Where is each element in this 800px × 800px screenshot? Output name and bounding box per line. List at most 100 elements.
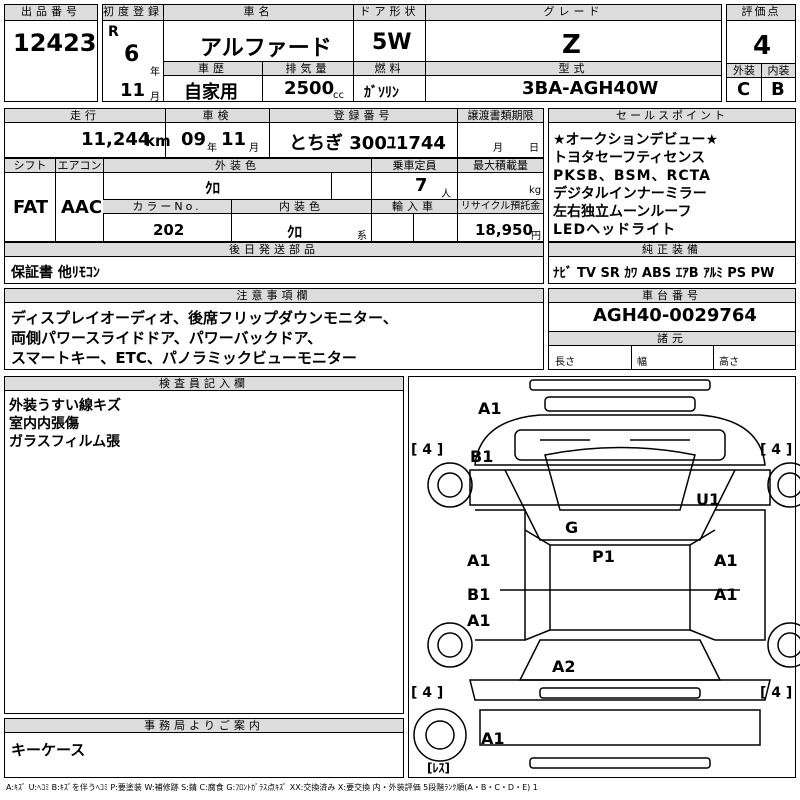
score-header: 評価点 [727, 5, 795, 21]
score-value: 4 [753, 31, 772, 61]
recycle-header: リサイクル預託金 [457, 200, 543, 214]
history-header: 車歴 [164, 62, 262, 76]
damage-mark: A2 [552, 657, 576, 676]
legend-text: A:ｷｽﾞ U:ﾍｺﾐ B:ｷｽﾞを伴うﾍｺﾐ P:要塗装 W:補修跡 S:錆 … [6, 783, 538, 792]
fuel-value: ｶﾞｿﾘﾝ [364, 85, 399, 101]
notes-line-1: ディスプレイオーディオ、後席フリップダウンモニター、 [11, 309, 398, 327]
transfer-month-unit: 月 [493, 143, 503, 154]
aircon-value: AAC [61, 197, 103, 218]
sales-point-3: PKSB、BSM、RCTA [553, 168, 711, 184]
aircon-header: エアコン [55, 159, 103, 173]
registration-value: とちぎ 300ﾕ1744 [289, 133, 446, 154]
spec-width-label: 幅 [637, 357, 647, 368]
int-color-value: ｸﾛ [287, 223, 303, 241]
displacement-value: 2500 [284, 78, 335, 99]
first-reg-month-unit: 月 [150, 92, 160, 103]
damage-mark: A1 [714, 585, 738, 604]
tire-rating: [ 4 ] [411, 685, 443, 701]
inspector-line-3: ガラスフィルム張 [9, 434, 121, 450]
sales-point-4: デジタルインナーミラー [553, 186, 707, 202]
damage-diagram-box [408, 376, 796, 778]
recycle-value: 18,950 [475, 221, 533, 239]
lot-header: 出品番号 [5, 5, 97, 21]
mileage-row: 走行 車検 登録番号 譲渡書類期限 11,244 km 09 年 11 月 とち… [4, 108, 544, 158]
model-header: 型式 [425, 62, 721, 76]
chassis-number: AGH40-0029764 [593, 305, 757, 326]
import-header: 輸入車 [371, 200, 457, 214]
spec-height-label: 高さ [719, 357, 739, 368]
max-load-unit: kg [529, 185, 542, 196]
displacement-header: 排気量 [262, 62, 353, 76]
vehicle-header-box [102, 4, 722, 102]
notes-line-2: 両側パワースライドドア、パワーバックドア、 [11, 329, 323, 347]
notes-header: 注意事項欄 [5, 289, 543, 303]
ext-color-header: 外装色 [103, 159, 371, 173]
int-color-unit: 系 [357, 231, 367, 242]
inspection-month-unit: 月 [249, 143, 259, 154]
registration-header: 登録番号 [269, 109, 457, 123]
car-name-header: 車名 [163, 5, 353, 21]
office-value: キーケース [11, 741, 86, 759]
notes-line-3: スマートキー、ETC、パノラミックビューモニター [11, 349, 357, 367]
chassis-header: 車台番号 [549, 289, 795, 303]
capacity-header: 乗車定員 [371, 159, 457, 173]
inspector-line-1: 外装うすい線キズ [9, 398, 121, 414]
int-color-header: 内装色 [231, 200, 371, 214]
tire-rating: [ 4 ] [760, 442, 792, 458]
damage-mark: G [565, 518, 578, 537]
transfer-header: 譲渡書類期限 [457, 109, 543, 123]
inspection-year: 09 [181, 129, 207, 150]
exterior-score: C [737, 79, 751, 100]
equipment-header: 純正装備 [549, 243, 795, 257]
sales-point-2: トヨタセーフティセンス [553, 150, 706, 166]
damage-mark: A1 [714, 551, 738, 570]
damage-mark: A1 [478, 399, 502, 418]
damage-mark: A1 [467, 611, 491, 630]
ext-color-value: ｸﾛ [205, 179, 221, 197]
tire-rating: [ 4 ] [760, 685, 792, 701]
damage-mark: A1 [467, 551, 491, 570]
mileage-value: 11,244 [81, 129, 151, 150]
grade-header: グレード [425, 5, 721, 21]
grade-value: Z [562, 30, 581, 60]
spec-length-label: 長さ [555, 357, 575, 368]
mileage-header: 走行 [5, 109, 165, 123]
lot-box: 出品番号 12423 [4, 4, 98, 102]
spare-label: [ﾚｽ] [427, 761, 450, 775]
sales-point-6: LEDヘッドライト [553, 222, 677, 238]
first-reg-year: 6 [124, 42, 140, 67]
inspection-year-unit: 年 [207, 143, 217, 154]
equipment-value: ﾅﾋﾞ TV SR ｶﾜ ABS ｴｱB ｱﾙﾐ PS PW [553, 266, 775, 281]
displacement-unit: cc [333, 90, 344, 101]
damage-mark: B1 [467, 585, 490, 604]
exterior-label: 外装 [727, 64, 761, 78]
mileage-unit: km [145, 132, 171, 150]
interior-score: B [771, 79, 785, 100]
equipment-box: 純正装備 ﾅﾋﾞ TV SR ｶﾜ ABS ｴｱB ｱﾙﾐ PS PW [548, 242, 796, 284]
first-reg-era: R [108, 24, 119, 40]
spec-grid: シフト エアコン 外装色 乗車定員 最大積載量 FAT AAC ｸﾛ 7 人 k… [4, 158, 544, 242]
later-parts-value: 保証書 他ﾘﾓｺﾝ [11, 265, 100, 281]
shift-value: FAT [13, 197, 49, 218]
color-no-header: カラーNo. [103, 200, 231, 214]
inspection-month: 11 [221, 129, 247, 150]
first-reg-year-unit: 年 [150, 67, 160, 78]
damage-mark: A1 [481, 729, 505, 748]
car-name: アルファード [200, 36, 332, 61]
shift-header: シフト [5, 159, 55, 173]
recycle-unit: 円 [531, 231, 541, 242]
damage-mark: U1 [696, 490, 720, 509]
sales-point-1: ★オークションデビュー★ [553, 132, 719, 148]
chassis-box: 車台番号 AGH40-0029764 諸元 長さ 幅 高さ [548, 288, 796, 370]
later-parts-header: 後日発送部品 [5, 243, 543, 257]
door-header: ドア形状 [353, 5, 425, 21]
damage-mark: A1 [714, 551, 738, 570]
max-load-header: 最大積載量 [457, 159, 543, 173]
sales-points-header: セールスポイント [549, 109, 795, 123]
color-no-value: 202 [153, 221, 185, 239]
inspection-header: 車検 [165, 109, 269, 123]
first-reg-month: 11 [120, 80, 146, 101]
score-box: 評価点 4 外装 内装 C B [726, 4, 796, 102]
office-header: 事務局よりご案内 [5, 719, 403, 733]
